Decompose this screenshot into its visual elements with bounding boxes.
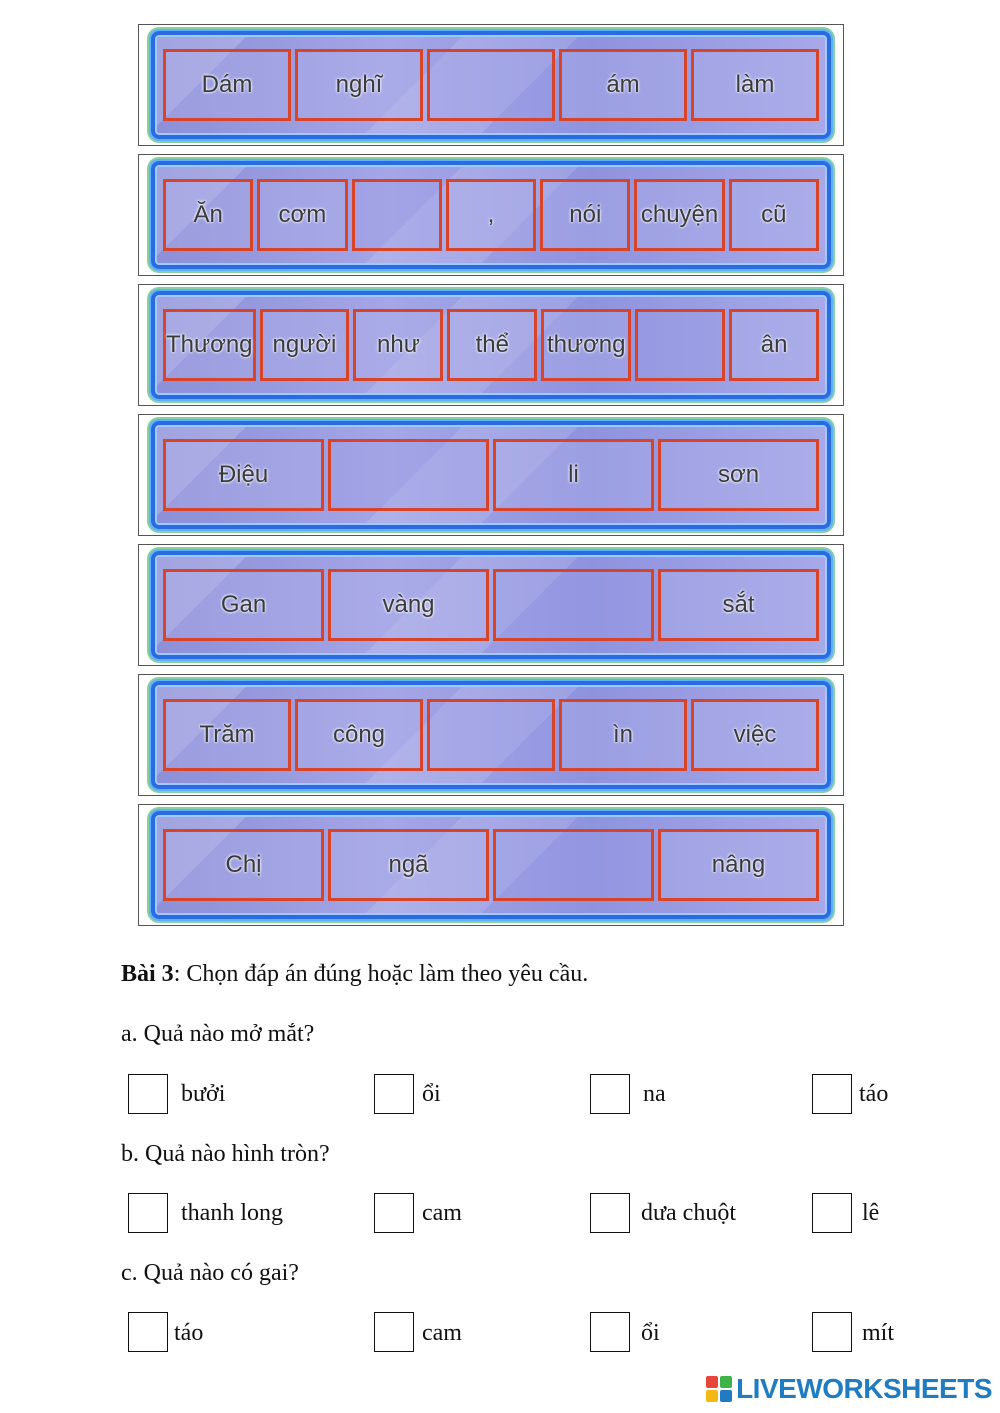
option-label: mít	[862, 1320, 895, 1346]
blank-drop-slot[interactable]	[328, 439, 489, 511]
strip-cell: thương	[541, 309, 632, 381]
strip-cell: việc	[691, 699, 819, 771]
option-label: ổi	[641, 1320, 660, 1346]
strip-cell: ngã	[328, 829, 489, 901]
option-label: dưa chuột	[641, 1200, 736, 1226]
strip-cell: li	[493, 439, 654, 511]
exercise-number: Bài 3	[121, 961, 174, 987]
strip-7: Chị ngã nâng	[138, 804, 844, 926]
answer-checkbox[interactable]	[128, 1074, 168, 1114]
option-label: ổi	[422, 1081, 441, 1107]
answer-checkbox[interactable]	[374, 1312, 414, 1352]
liveworksheets-logo: LIVEWORKSHEETS	[706, 1373, 992, 1405]
strip-cell: Chị	[163, 829, 324, 901]
strip-cell: sơn	[658, 439, 819, 511]
blank-drop-slot[interactable]	[493, 829, 654, 901]
strip-cell: Thương	[163, 309, 256, 381]
strip-cell: công	[295, 699, 423, 771]
option-label: na	[643, 1081, 666, 1107]
strip-1: Dám nghĩ ám làm	[138, 24, 844, 146]
strip-cell: thể	[447, 309, 538, 381]
strip-4: Điệu li sơn	[138, 414, 844, 536]
strip-cell: sắt	[658, 569, 819, 641]
brand-name: LIVEWORKSHEETS	[736, 1373, 992, 1404]
strip-cell: Gan	[163, 569, 324, 641]
strip-cell: Trăm	[163, 699, 291, 771]
blank-drop-slot[interactable]	[427, 49, 555, 121]
blank-drop-slot[interactable]	[427, 699, 555, 771]
answer-checkbox[interactable]	[374, 1074, 414, 1114]
blank-drop-slot[interactable]	[493, 569, 654, 641]
strip-cell: Điệu	[163, 439, 324, 511]
blank-drop-slot[interactable]	[635, 309, 726, 381]
option-label: lê	[862, 1200, 880, 1226]
strip-cell: vàng	[328, 569, 489, 641]
question-c: c. Quả nào có gai?	[121, 1260, 299, 1286]
option-label: thanh long	[181, 1200, 283, 1226]
strip-cell: ,	[445, 179, 537, 251]
strip-cell: ân	[729, 309, 820, 381]
strip-cell: Dám	[163, 49, 291, 121]
exercise-title: Bài 3: Chọn đáp án đúng hoặc làm theo yê…	[121, 961, 588, 988]
answer-checkbox[interactable]	[128, 1312, 168, 1352]
strip-cell: cơm	[257, 179, 348, 251]
strip-cell: như	[353, 309, 444, 381]
strip-cell: ìn	[559, 699, 687, 771]
strip-5: Gan vàng sắt	[138, 544, 844, 666]
option-label: cam	[422, 1320, 462, 1346]
question-a: a. Quả nào mở mắt?	[121, 1021, 315, 1047]
answer-checkbox[interactable]	[812, 1193, 852, 1233]
answer-checkbox[interactable]	[812, 1074, 852, 1114]
strip-cell: nghĩ	[295, 49, 423, 121]
strip-3: Thương người như thể thương ân	[138, 284, 844, 406]
strip-cell: Ăn	[163, 179, 254, 251]
answer-checkbox[interactable]	[128, 1193, 168, 1233]
answer-checkbox[interactable]	[590, 1312, 630, 1352]
strip-cell: ám	[559, 49, 687, 121]
option-label: bưởi	[181, 1081, 226, 1107]
strip-6: Trăm công ìn việc	[138, 674, 844, 796]
strip-cell: nâng	[658, 829, 819, 901]
question-b: b. Quả nào hình tròn?	[121, 1141, 330, 1167]
answer-checkbox[interactable]	[374, 1193, 414, 1233]
strip-cell: người	[259, 309, 350, 381]
liveworksheets-logo-icon	[706, 1376, 733, 1402]
strip-cell: chuyện	[634, 179, 725, 251]
option-label: cam	[422, 1200, 462, 1226]
answer-checkbox[interactable]	[812, 1312, 852, 1352]
strip-cell: nói	[540, 179, 631, 251]
blank-drop-slot[interactable]	[351, 179, 442, 251]
option-label: táo	[859, 1081, 889, 1107]
strip-cell: cũ	[728, 179, 819, 251]
option-label: táo	[174, 1320, 204, 1346]
strip-2: Ăn cơm , nói chuyện cũ	[138, 154, 844, 276]
answer-checkbox[interactable]	[590, 1074, 630, 1114]
answer-checkbox[interactable]	[590, 1193, 630, 1233]
exercise-instruction: : Chọn đáp án đúng hoặc làm theo yêu cầu…	[173, 961, 589, 987]
strip-cell: làm	[691, 49, 819, 121]
